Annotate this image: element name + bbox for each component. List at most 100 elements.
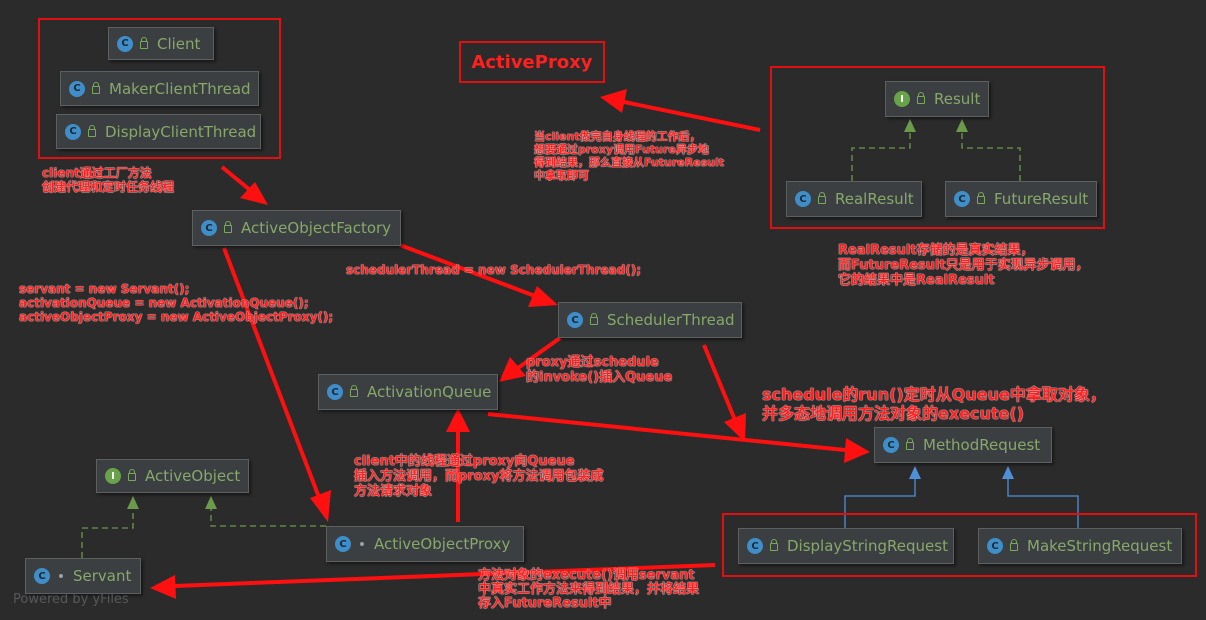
node-display-string-request[interactable]: C DisplayStringRequest [738, 528, 954, 564]
class-icon: C [327, 384, 343, 400]
note-future-usage: 当client做完自身线程的工作后， 想要通过proxy调用Future异步地 … [534, 130, 724, 182]
class-icon: C [65, 123, 81, 140]
note-line: 方法请求对象 [354, 484, 433, 499]
note-line: 方法对象的execute()调用servant [478, 568, 695, 583]
note-line: 插入方法调用，而proxy将方法调用包装成 [354, 469, 604, 484]
node-label: MethodRequest [923, 436, 1041, 454]
package-visibility-icon [360, 542, 364, 546]
note-line: client中的线程通过proxy向Queue [354, 454, 575, 469]
class-icon: C [567, 312, 583, 328]
note-line: 它的结果中是RealResult [838, 273, 995, 288]
edge-futureresult-result [956, 119, 1021, 181]
note-line: client通过工厂方法 [42, 166, 152, 180]
edge-makestringrequest-methodrequest [1002, 466, 1079, 528]
class-icon: C [34, 568, 50, 584]
node-method-request[interactable]: C MethodRequest [874, 427, 1052, 463]
node-label: ActiveObjectFactory [241, 219, 392, 237]
note-factory-init: servant = new Servant(); activationQueue… [19, 282, 333, 324]
public-visibility-icon [350, 385, 358, 397]
note-line: 并多态地调用方法对象的execute() [762, 404, 1025, 423]
node-client[interactable]: C Client [108, 27, 214, 60]
interface-icon: I [894, 91, 910, 107]
node-display-client-thread[interactable]: C DisplayClientThread [56, 114, 261, 149]
class-icon: C [117, 35, 133, 52]
note-proxy-schedule: proxy通过schedule 的invoke()插入Queue [526, 355, 672, 385]
note-line: 的invoke()插入Queue [526, 370, 673, 385]
public-visibility-icon [128, 469, 136, 481]
node-label: DisplayStringRequest [787, 537, 948, 555]
public-visibility-icon [140, 36, 148, 49]
edge-proxy-activeobject [205, 496, 326, 527]
red-arrow-request-to-servant [150, 563, 716, 599]
class-icon: C [795, 191, 811, 207]
note-line: RealResult存储的是真实结果， [838, 243, 1034, 258]
node-future-result[interactable]: C FutureResult [945, 181, 1097, 217]
class-icon: C [747, 538, 763, 554]
public-visibility-icon [770, 539, 778, 551]
class-icon: C [335, 536, 351, 552]
node-label: ActiveObjectProxy [374, 535, 511, 553]
red-arrow-client-to-factory [220, 165, 268, 205]
note-line: proxy通过schedule [526, 355, 659, 370]
edge-realresult-result [851, 119, 916, 181]
group-box-results [770, 66, 1105, 229]
node-label: RealResult [835, 190, 914, 208]
node-result[interactable]: I Result [885, 81, 989, 117]
note-execute-servant: 方法对象的execute()调用servant 中真实工作方法来得到结果，并将结… [478, 569, 699, 611]
node-label: FutureResult [994, 190, 1089, 208]
group-box-clients [38, 18, 281, 159]
node-activation-queue[interactable]: C ActivationQueue [318, 374, 498, 410]
note-client-thread-call: client中的线程通过proxy向Queue 插入方法调用，而proxy将方法… [354, 454, 604, 499]
node-scheduler-thread[interactable]: C SchedulerThread [558, 302, 742, 338]
note-line: 而FutureResult只是用于实现异步调用， [838, 258, 1089, 273]
public-visibility-icon [818, 192, 826, 204]
note-scheduler-init: schedulerThread = new SchedulerThread(); [346, 263, 641, 277]
note-result-explain: RealResult存储的是真实结果， 而FutureResult只是用于实现异… [838, 243, 1089, 288]
class-icon: C [987, 538, 1003, 554]
node-maker-client-thread[interactable]: C MakerClientThread [60, 71, 259, 106]
interface-icon: I [105, 468, 121, 484]
public-visibility-icon [590, 313, 598, 325]
watermark: Powered by yFiles [13, 592, 129, 607]
node-active-object[interactable]: I ActiveObject [96, 459, 249, 493]
note-scheduler-run: schedule的run()定时从Queue中拿取对象， 并多态地调用方法对象的… [762, 385, 1106, 423]
node-servant[interactable]: C Servant [25, 558, 141, 594]
node-make-string-request[interactable]: C MakeStringRequest [978, 528, 1182, 564]
note-line: activeObjectProxy = new ActiveObjectProx… [19, 310, 334, 324]
node-label: Servant [73, 567, 132, 585]
note-line: 想要通过proxy调用Future异步地 [534, 143, 709, 156]
note-line: activationQueue = new ActivationQueue(); [19, 296, 309, 310]
note-line: 中拿取即可 [534, 169, 589, 182]
class-icon: C [954, 191, 970, 207]
red-arrow-factory-to-proxy [222, 247, 331, 522]
public-visibility-icon [977, 192, 985, 204]
class-icon: C [69, 80, 85, 97]
node-label: ActiveObject [145, 467, 241, 485]
note-line: 中真实工作方法来得到结果，并将结果 [478, 582, 700, 597]
node-real-result[interactable]: C RealResult [786, 181, 922, 217]
note-line: 当client做完自身线程的工作后， [534, 130, 701, 143]
note-line: schedule的run()定时从Queue中拿取对象， [762, 385, 1106, 404]
red-arrow-proxy-to-queue [446, 408, 470, 522]
node-label: MakerClientThread [109, 79, 251, 98]
note-line: 存入FutureResult中 [478, 596, 612, 611]
node-label: Client [157, 34, 201, 53]
node-label: Result [934, 90, 981, 108]
note-line: servant = new Servant(); [19, 282, 190, 296]
public-visibility-icon [224, 221, 232, 233]
public-visibility-icon [92, 81, 100, 94]
abstract-class-icon: C [883, 437, 899, 453]
red-arrow-scheduler-to-methodrequest [702, 344, 746, 442]
node-label: DisplayClientThread [105, 122, 257, 141]
node-active-object-proxy[interactable]: C ActiveObjectProxy [326, 526, 524, 562]
public-visibility-icon [1010, 539, 1018, 551]
node-active-object-factory[interactable]: C ActiveObjectFactory [192, 210, 401, 246]
class-icon: C [201, 220, 217, 236]
red-arrow-queue-to-methodrequest [487, 412, 870, 463]
public-visibility-icon [906, 438, 914, 450]
edge-displaystringrequest-methodrequest [844, 466, 921, 528]
node-label: ActivationQueue [367, 383, 492, 401]
public-visibility-icon [88, 124, 96, 137]
group-box-requests [722, 513, 1197, 577]
